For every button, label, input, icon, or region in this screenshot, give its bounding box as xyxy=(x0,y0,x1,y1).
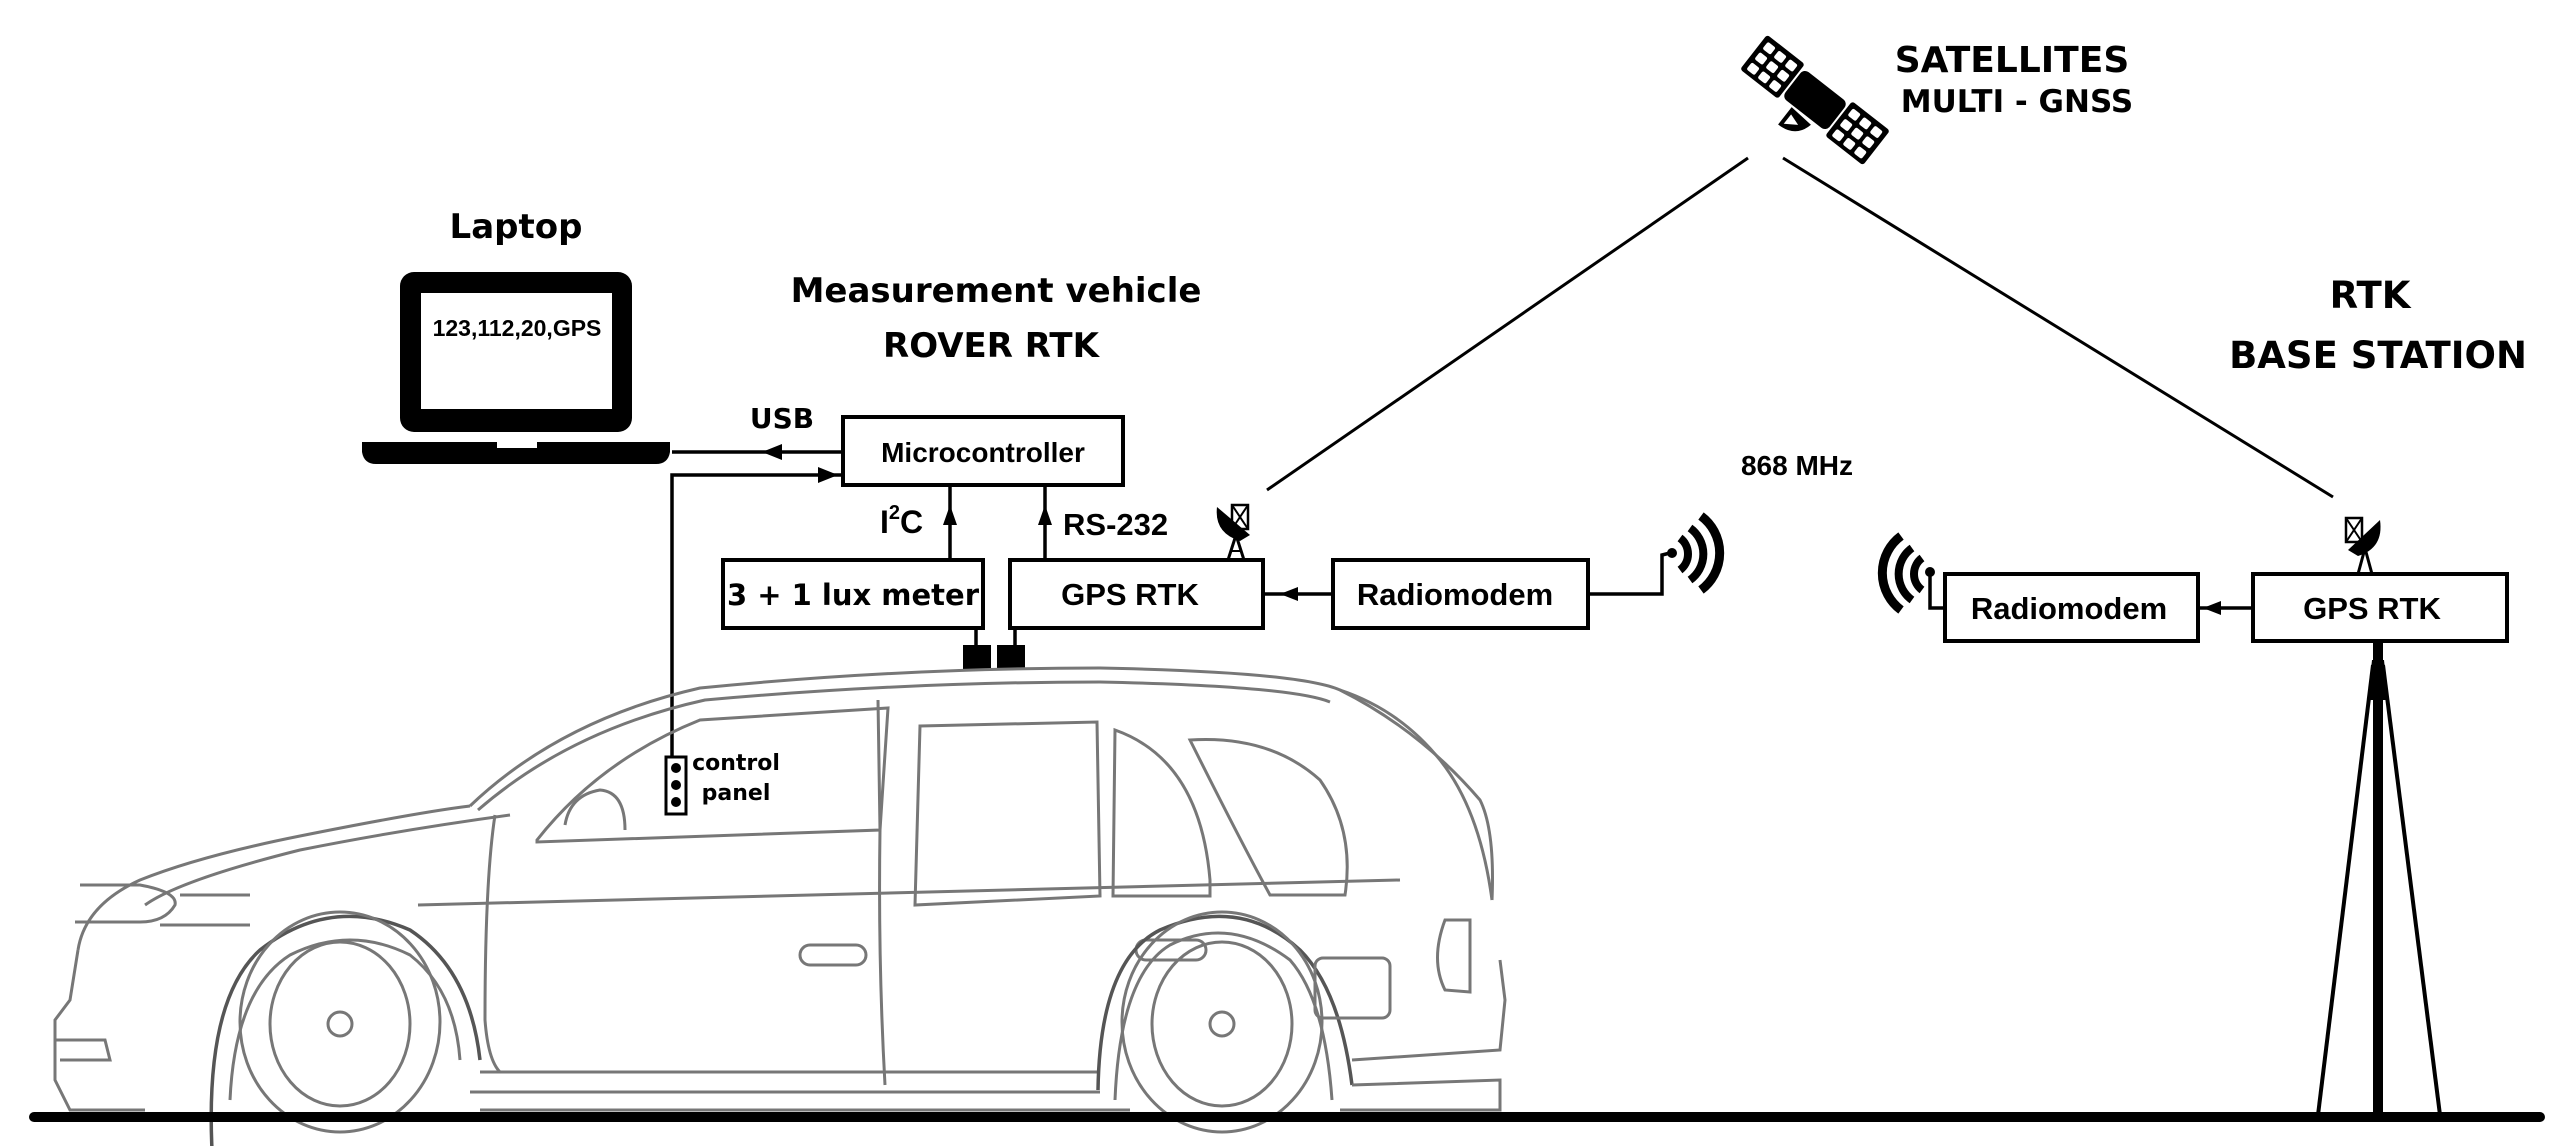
usb-label: USB xyxy=(750,402,814,435)
laptop-label: Laptop xyxy=(450,207,583,247)
microcontroller-label: Microcontroller xyxy=(881,437,1085,468)
base-radiomodem-label: Radiomodem xyxy=(1971,591,2167,626)
signal-line-rover xyxy=(1266,156,1749,492)
satellites-label: SATELLITES xyxy=(1895,40,2130,81)
rs232-label: RS-232 xyxy=(1063,507,1168,542)
control-panel-wire xyxy=(670,473,843,757)
rover-radiomodem-block: Radiomodem xyxy=(1331,558,1590,630)
rover-antenna-wire xyxy=(1588,551,1671,596)
satellite-icon xyxy=(1741,35,1889,165)
rs232-arrow-icon xyxy=(1038,505,1052,525)
base-satellite-dish-icon xyxy=(2344,516,2381,575)
rover-radio-arrow-icon xyxy=(1280,587,1298,601)
base-gps-rtk-label: GPS RTK xyxy=(2303,591,2441,626)
car-icon xyxy=(53,666,1507,1146)
base-radio-arrow-icon xyxy=(2203,601,2221,615)
multi-gnss-label: MULTI - GNSS xyxy=(1901,84,2133,120)
tripod-icon xyxy=(2316,641,2442,1120)
base-title-line1: RTK xyxy=(2330,274,2412,317)
laptop-screen-text: 123,112,20,GPS xyxy=(433,315,602,341)
roof-sensors-icon xyxy=(963,628,1025,669)
i2c-label: I2C xyxy=(880,502,923,540)
rover-satellite-dish-icon xyxy=(1216,503,1250,561)
lux-meter-block: 3 + 1 lux meter xyxy=(721,558,985,630)
usb-arrow-icon xyxy=(762,444,782,460)
lux-meter-label: 3 + 1 lux meter xyxy=(727,578,980,612)
microcontroller-block: Microcontroller xyxy=(841,415,1125,487)
i2c-arrow-icon xyxy=(943,505,957,525)
rover-gps-rtk-label: GPS RTK xyxy=(1061,577,1199,612)
control-panel-arrow-icon xyxy=(818,467,838,483)
base-title-line2: BASE STATION xyxy=(2229,334,2527,377)
rover-gps-rtk-block: GPS RTK xyxy=(1008,558,1265,630)
rover-radiomodem-label: Radiomodem xyxy=(1357,577,1553,612)
rover-radio-waves-icon xyxy=(1667,512,1725,594)
base-antenna-wire xyxy=(1928,572,1945,610)
i2c-suffix: C xyxy=(900,504,923,540)
base-gps-rtk-block: GPS RTK xyxy=(2251,572,2509,643)
laptop-icon xyxy=(362,272,670,464)
base-radiomodem-block: Radiomodem xyxy=(1943,572,2200,643)
base-radio-waves-icon xyxy=(1877,532,1935,614)
control-panel-icon[interactable] xyxy=(664,755,688,816)
vehicle-title-line2: ROVER RTK xyxy=(883,326,1101,366)
control-panel-label-line1: control xyxy=(692,751,780,776)
i2c-superscript: 2 xyxy=(889,502,900,524)
signal-line-base xyxy=(1782,156,2334,499)
control-panel-label-line2: panel xyxy=(702,781,771,806)
frequency-label: 868 MHz xyxy=(1741,450,1853,481)
vehicle-title-line1: Measurement vehicle xyxy=(791,271,1202,311)
i2c-base: I xyxy=(880,504,889,540)
